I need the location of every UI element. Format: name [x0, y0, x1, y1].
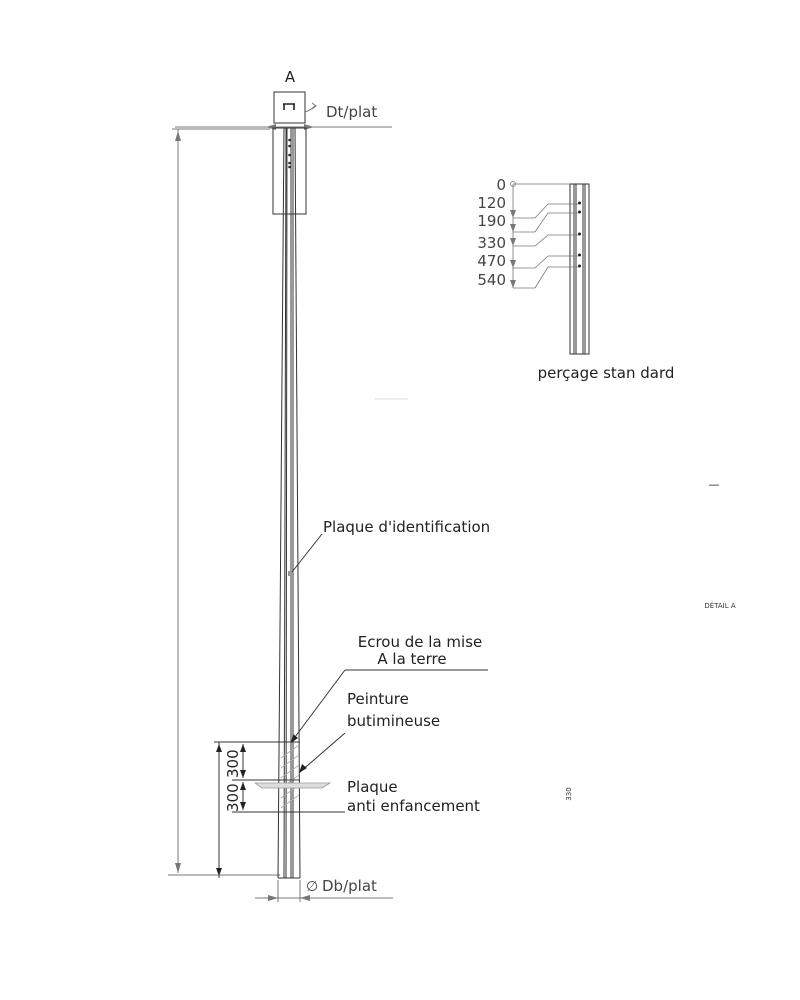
dim-lower-300: 300	[224, 783, 242, 812]
detail-a-title: DÉTAIL A	[704, 601, 736, 610]
dim-arrow-1	[240, 744, 246, 752]
bottom-dim-arrow-right	[300, 895, 310, 901]
plate-label-line1: Plaque	[347, 778, 398, 796]
drilling-caption: perçage stan dard	[538, 364, 675, 382]
paint-arrow	[299, 764, 307, 773]
top-section-box	[272, 127, 307, 215]
identification-plate-leader	[291, 533, 323, 573]
drilling-origin-marker	[510, 181, 516, 187]
drilling-detail-pole	[569, 183, 590, 355]
top-diameter-label: Dt/plat	[326, 103, 377, 121]
drilling-value-190: 190	[477, 212, 506, 230]
drilling-value-470: 470	[477, 252, 506, 270]
paint-label-line1: Peinture	[347, 690, 409, 708]
drilling-value-120: 120	[477, 194, 506, 212]
bitumen-hatch	[280, 744, 300, 809]
bottom-diameter-label: Db/plat	[322, 877, 377, 895]
earth-nut-label-line2: A la terre	[377, 650, 446, 668]
anti-sink-plate	[253, 782, 332, 789]
drilling-detail-holes	[578, 201, 581, 268]
dim-arrow-3	[240, 782, 246, 790]
detail-marker-label: A	[285, 68, 296, 86]
earth-nut-leader	[291, 669, 488, 742]
earth-nut-arrow	[291, 734, 298, 743]
earth-nut-label-line1: Ecrou de la mise	[358, 633, 482, 651]
dim-upper-300: 300	[224, 749, 242, 778]
pole-top-holes	[288, 138, 291, 169]
dim-arrow-4	[240, 802, 246, 810]
pole-body	[277, 127, 301, 879]
top-cap	[273, 91, 306, 124]
top-diameter-arrow	[304, 102, 317, 113]
overall-height-arrow-bottom	[175, 863, 181, 873]
right-dash: —	[709, 478, 720, 491]
drilling-leaders	[512, 183, 578, 289]
dim-arrow-6	[216, 868, 222, 876]
overall-height-arrow-top	[175, 131, 181, 141]
bottom-dim-arrow-left	[268, 895, 278, 901]
drilling-value-330: 330	[477, 234, 506, 252]
rotated-note-330: 330	[565, 787, 573, 800]
identification-plate-marker	[288, 571, 293, 576]
identification-plate-label: Plaque d'identification	[323, 518, 490, 536]
plate-label-line2: anti enfancement	[347, 797, 480, 815]
drilling-value-540: 540	[477, 271, 506, 289]
drilling-arrows	[510, 210, 516, 288]
paint-label-line2: butimineuse	[347, 712, 440, 730]
drilling-value-0: 0	[496, 176, 506, 194]
dim-arrow-5	[216, 744, 222, 752]
paint-leader	[299, 732, 346, 773]
diameter-symbol: ∅	[306, 879, 318, 895]
overall-height-dimension	[168, 128, 280, 876]
dim-arrow-2	[240, 770, 246, 778]
